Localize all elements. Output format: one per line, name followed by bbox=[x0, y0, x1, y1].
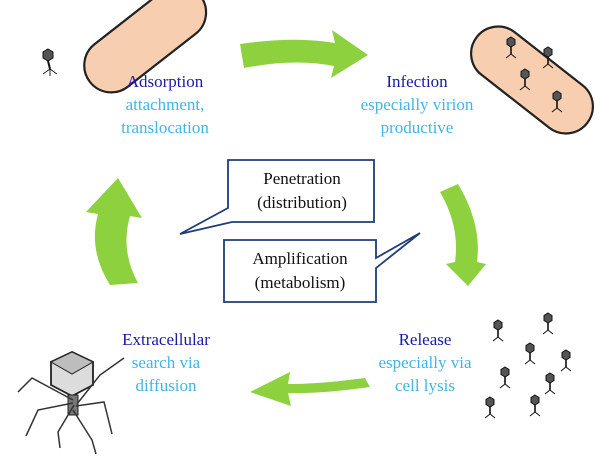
extracellular-line-1: search via bbox=[131, 353, 201, 372]
amplification-text: Amplification (metabolism) bbox=[224, 247, 376, 295]
arrow-infection-to-release bbox=[440, 184, 486, 286]
callout-penetration bbox=[179, 159, 375, 235]
release-line-2: cell lysis bbox=[395, 376, 455, 395]
adsorption-title: Adsorption bbox=[126, 72, 204, 91]
adsorption-line-1: attachment, bbox=[125, 95, 205, 114]
cycle-arrows bbox=[86, 30, 486, 406]
infection-title: Infection bbox=[386, 72, 448, 91]
release-label: Release especially via cell lysis bbox=[370, 328, 480, 397]
infection-line-1: especially virion bbox=[360, 95, 474, 114]
adsorption-label: Adsorption attachment, translocation bbox=[100, 70, 230, 139]
extracellular-title: Extracellular bbox=[122, 330, 210, 349]
release-title: Release bbox=[398, 330, 452, 349]
arrow-adsorption-to-infection bbox=[240, 30, 368, 78]
arrow-extracellular-to-adsorption bbox=[86, 178, 142, 285]
release-line-1: especially via bbox=[378, 353, 472, 372]
infection-line-2: productive bbox=[380, 118, 454, 137]
free-phage-icon bbox=[17, 351, 125, 455]
extracellular-label: Extracellular search via diffusion bbox=[106, 328, 226, 397]
extracellular-line-2: diffusion bbox=[135, 376, 197, 395]
penetration-line-2: (distribution) bbox=[257, 193, 347, 212]
callout-amplification bbox=[223, 232, 421, 303]
penetration-text: Penetration (distribution) bbox=[230, 167, 374, 215]
intracellular-phage-icons bbox=[505, 36, 563, 113]
infection-label: Infection especially virion productive bbox=[352, 70, 482, 139]
adsorbing-phage-icon bbox=[42, 48, 58, 76]
amplification-line-1: Amplification bbox=[252, 249, 348, 268]
released-phage-icons bbox=[484, 312, 572, 419]
penetration-line-1: Penetration bbox=[263, 169, 341, 188]
amplification-line-2: (metabolism) bbox=[254, 273, 346, 292]
adsorbing-cell bbox=[83, 0, 208, 94]
arrow-release-to-extracellular bbox=[250, 372, 370, 406]
adsorption-line-2: translocation bbox=[121, 118, 209, 137]
